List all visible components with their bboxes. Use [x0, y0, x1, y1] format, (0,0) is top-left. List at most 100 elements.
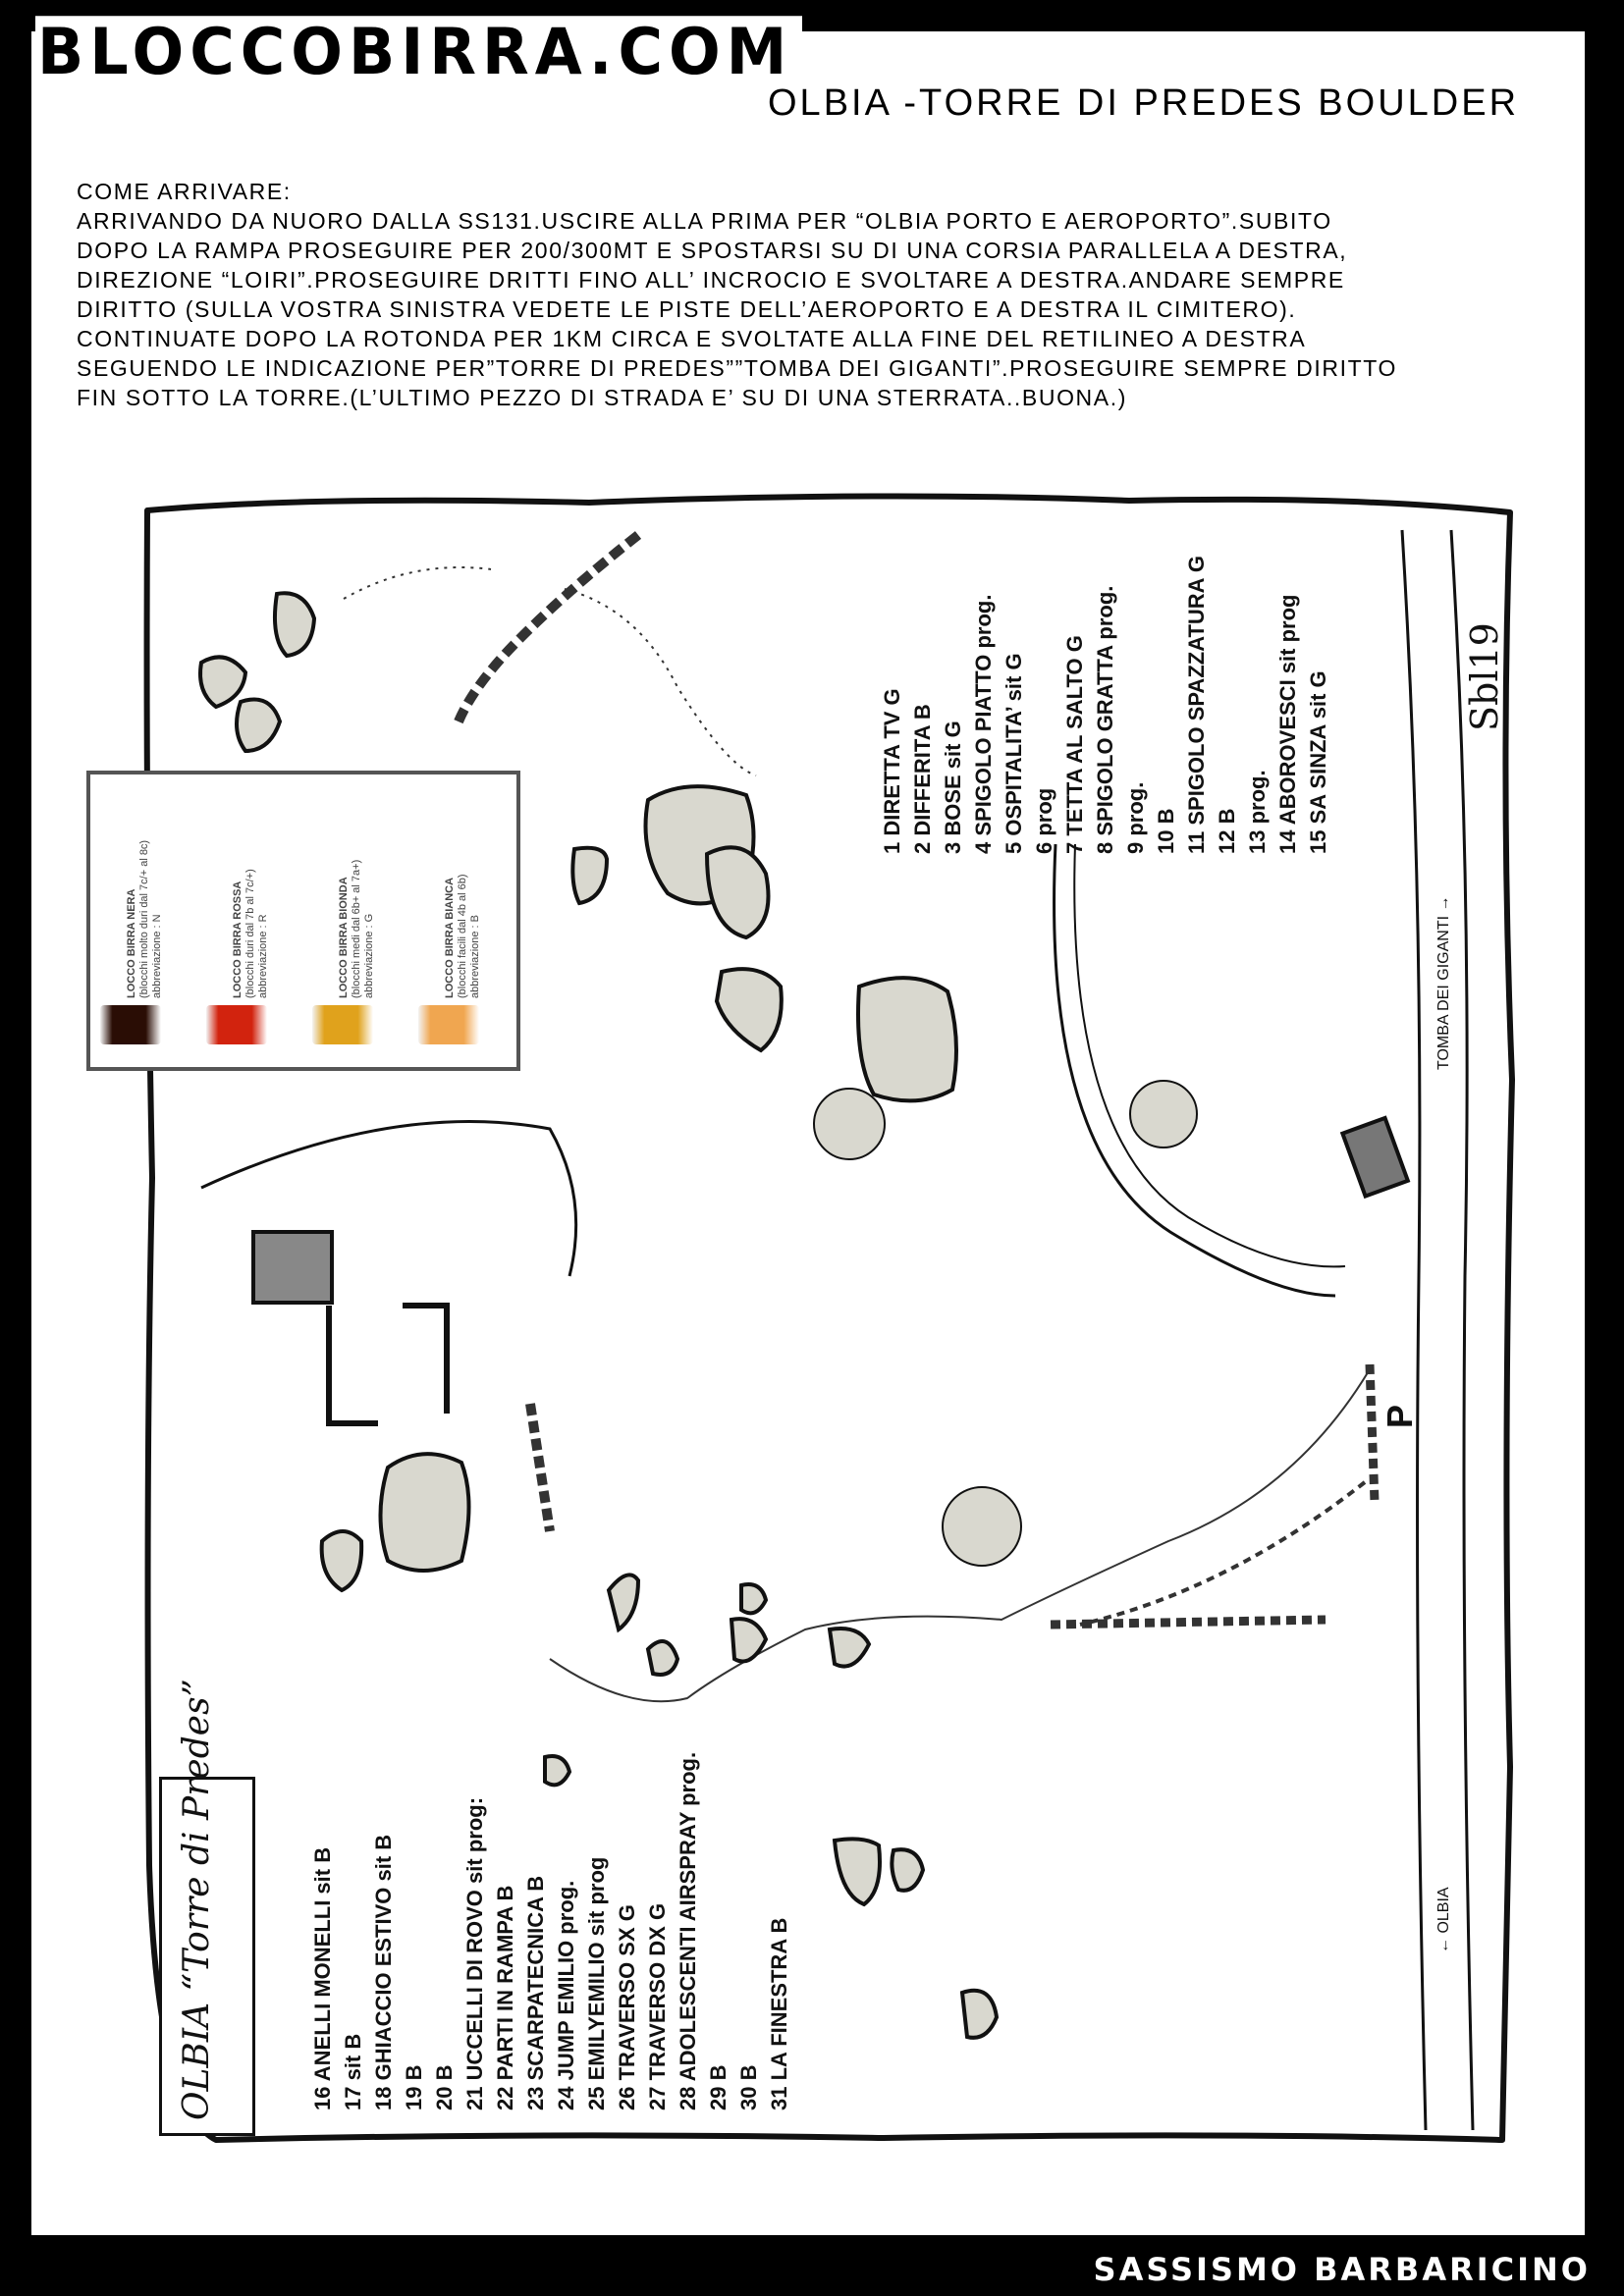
- boulder: [606, 1573, 641, 1633]
- boulder-22-28: [378, 1452, 471, 1573]
- stone-wall: [452, 531, 642, 728]
- route-item: 20 B: [432, 2064, 457, 2110]
- road: [1400, 529, 1428, 2131]
- route-item: 28 ADOLESCENTI AIRSPRAY prog.: [676, 1751, 700, 2110]
- boulder-14: [273, 591, 317, 659]
- dotted-path: [564, 588, 757, 776]
- boulder: [543, 1754, 572, 1788]
- boulder-21b: [890, 1847, 926, 1893]
- legend-range: (blocchi medi dal 6b+ al 7a+): [351, 859, 362, 998]
- boulder-11: [714, 967, 784, 1053]
- legend-name: LOCCO BIRRA NERA: [126, 888, 137, 998]
- route-item: 25 EMILYEMILIO sit prog: [584, 1856, 609, 2110]
- boulder-15: [198, 655, 248, 710]
- site-logo[interactable]: BLOCCOBIRRA.COM: [35, 16, 803, 88]
- legend-abbr: abbreviazione : R: [257, 914, 269, 998]
- route-item: 1 DIRETTA TV G: [880, 688, 904, 854]
- tree: [813, 1088, 886, 1160]
- legend-bottle-nera: [100, 1005, 161, 1044]
- route-item: 3 BOSE sit G: [941, 721, 965, 854]
- route-item: 5 OSPITALITA’ sit G: [1001, 653, 1026, 854]
- map-border: [143, 493, 1515, 2143]
- legend-abbr: abbreviazione : G: [363, 913, 375, 998]
- route-item: 9 prog.: [1123, 781, 1148, 854]
- route-item: 16 ANELLI MONELLI sit B: [310, 1846, 335, 2110]
- legend-item-nera: LOCCO BIRRA NERA (blocchi molto duri dal…: [126, 840, 164, 998]
- route-item: 19 B: [402, 2064, 426, 2110]
- stone-path: [1050, 1615, 1326, 1629]
- legend-range: (blocchi duri dal 7b al 7c/+): [244, 869, 256, 998]
- boulder: [959, 1988, 1000, 2040]
- legend-bottle-bianca: [418, 1005, 479, 1044]
- route-item: 15 SA SINZA sit G: [1306, 670, 1330, 854]
- route-item: 17 sit B: [341, 2033, 365, 2110]
- track: [1073, 843, 1346, 1268]
- legend-abbr: abbreviazione : B: [469, 915, 481, 998]
- road-label-tomba: TOMBA DEI GIGANTI →: [1435, 895, 1452, 1070]
- directions-line: DOPO LA RAMPA PROSEGUIRE PER 200/300MT E…: [77, 238, 1348, 263]
- legend-item-rossa: LOCCO BIRRA ROSSA (blocchi duri dal 7b a…: [232, 869, 270, 998]
- route-item: 6 prog: [1032, 787, 1056, 854]
- tower-wall: [200, 1120, 578, 1277]
- route-list-b: 16 ANELLI MONELLI sit B 17 sit B 18 GHIA…: [307, 1752, 794, 2110]
- legend-item-bionda: LOCCO BIRRA BIONDA (blocchi medi dal 6b+…: [338, 860, 376, 998]
- stone-path: [1365, 1363, 1380, 1503]
- route-item: 11 SPIGOLO SPAZZATURA G: [1184, 556, 1209, 854]
- directions-heading: COME ARRIVARE:: [77, 179, 292, 204]
- grade-legend: LOCCO BIRRA NERA (blocchi molto duri dal…: [86, 771, 520, 1071]
- trail: [1079, 1480, 1367, 1627]
- tower-wall: [525, 1403, 555, 1532]
- tree: [1129, 1080, 1198, 1148]
- directions-line: FIN SOTTO LA TORRE.(L’ULTIMO PEZZO DI ST…: [77, 385, 1127, 410]
- tower-wall: [326, 1306, 378, 1426]
- boulder-13: [570, 845, 610, 906]
- route-item: 26 TRAVERSO SX G: [615, 1904, 639, 2110]
- legend-bottle-bionda: [312, 1005, 373, 1044]
- boulder: [645, 1639, 680, 1677]
- boulder-30: [319, 1529, 364, 1593]
- route-item: 23 SCARPATECNICA B: [523, 1875, 548, 2110]
- route-item: 2 DIFFERITA B: [910, 704, 935, 854]
- directions-line: DIREZIONE “LOIRI”.PROSEGUIRE DRITTI FINO…: [77, 267, 1345, 293]
- footer-brand: SASSISMO BARBARICINO: [1093, 2251, 1591, 2288]
- boulder: [729, 1617, 769, 1664]
- directions-line: DIRITTO (SULLA VOSTRA SINISTRA VEDETE LE…: [77, 296, 1297, 322]
- legend-range: (blocchi molto duri dal 7c/+ al 8c): [138, 839, 150, 998]
- route-list-a: 1 DIRETTA TV G 2 DIFFERITA B 3 BOSE sit …: [877, 556, 1333, 854]
- signature: Sbl19: [1463, 622, 1506, 731]
- dotted-path: [343, 566, 492, 600]
- legend-abbr: abbreviazione : N: [151, 914, 163, 998]
- legend-name: LOCCO BIRRA ROSSA: [232, 881, 244, 998]
- tree: [942, 1486, 1022, 1567]
- route-item: 7 TETTA AL SALTO G: [1062, 635, 1087, 854]
- route-item: 31 LA FINESTRA B: [767, 1917, 791, 2110]
- legend-bottle-rossa: [206, 1005, 267, 1044]
- route-item: 10 B: [1154, 808, 1178, 854]
- legend-range: (blocchi facili dal 4b al 6b): [457, 874, 468, 998]
- area-title: OLBIA “Torre di Predes”: [177, 1679, 217, 2120]
- route-item: 21 UCCELLI DI ROVO sit prog:: [462, 1796, 487, 2110]
- road: [1449, 529, 1475, 2131]
- tower: [251, 1230, 334, 1305]
- directions-line: ARRIVANDO DA NUORO DALLA SS131.USCIRE AL…: [77, 208, 1332, 234]
- legend-item-bianca: LOCCO BIRRA BIANCA (blocchi facili dal 4…: [444, 874, 482, 998]
- route-item: 29 B: [706, 2064, 731, 2110]
- boulder-18-21: [832, 1837, 882, 1907]
- guide-page: [31, 31, 1585, 2235]
- legend-name: LOCCO BIRRA BIONDA: [338, 877, 350, 998]
- route-item: 27 TRAVERSO DX G: [645, 1902, 670, 2110]
- boulder-12b: [704, 845, 771, 940]
- road-label-olbia: ← OLBIA: [1435, 1887, 1452, 1953]
- tower-wall: [403, 1303, 450, 1414]
- boulder-1-10: [856, 976, 958, 1103]
- route-item: 14 ABOROVESCI sit prog: [1275, 594, 1300, 854]
- legend-name: LOCCO BIRRA BIANCA: [444, 877, 456, 998]
- parking-label: P: [1380, 1404, 1420, 1428]
- page-title: OLBIA -TORRE DI PREDES BOULDER: [768, 82, 1520, 124]
- boulder-15b: [235, 697, 283, 754]
- route-item: 8 SPIGOLO GRATTA prog.: [1093, 585, 1117, 854]
- route-item: 30 B: [736, 2064, 761, 2110]
- area-title-box: [159, 1777, 255, 2136]
- tomb: [1339, 1115, 1411, 1200]
